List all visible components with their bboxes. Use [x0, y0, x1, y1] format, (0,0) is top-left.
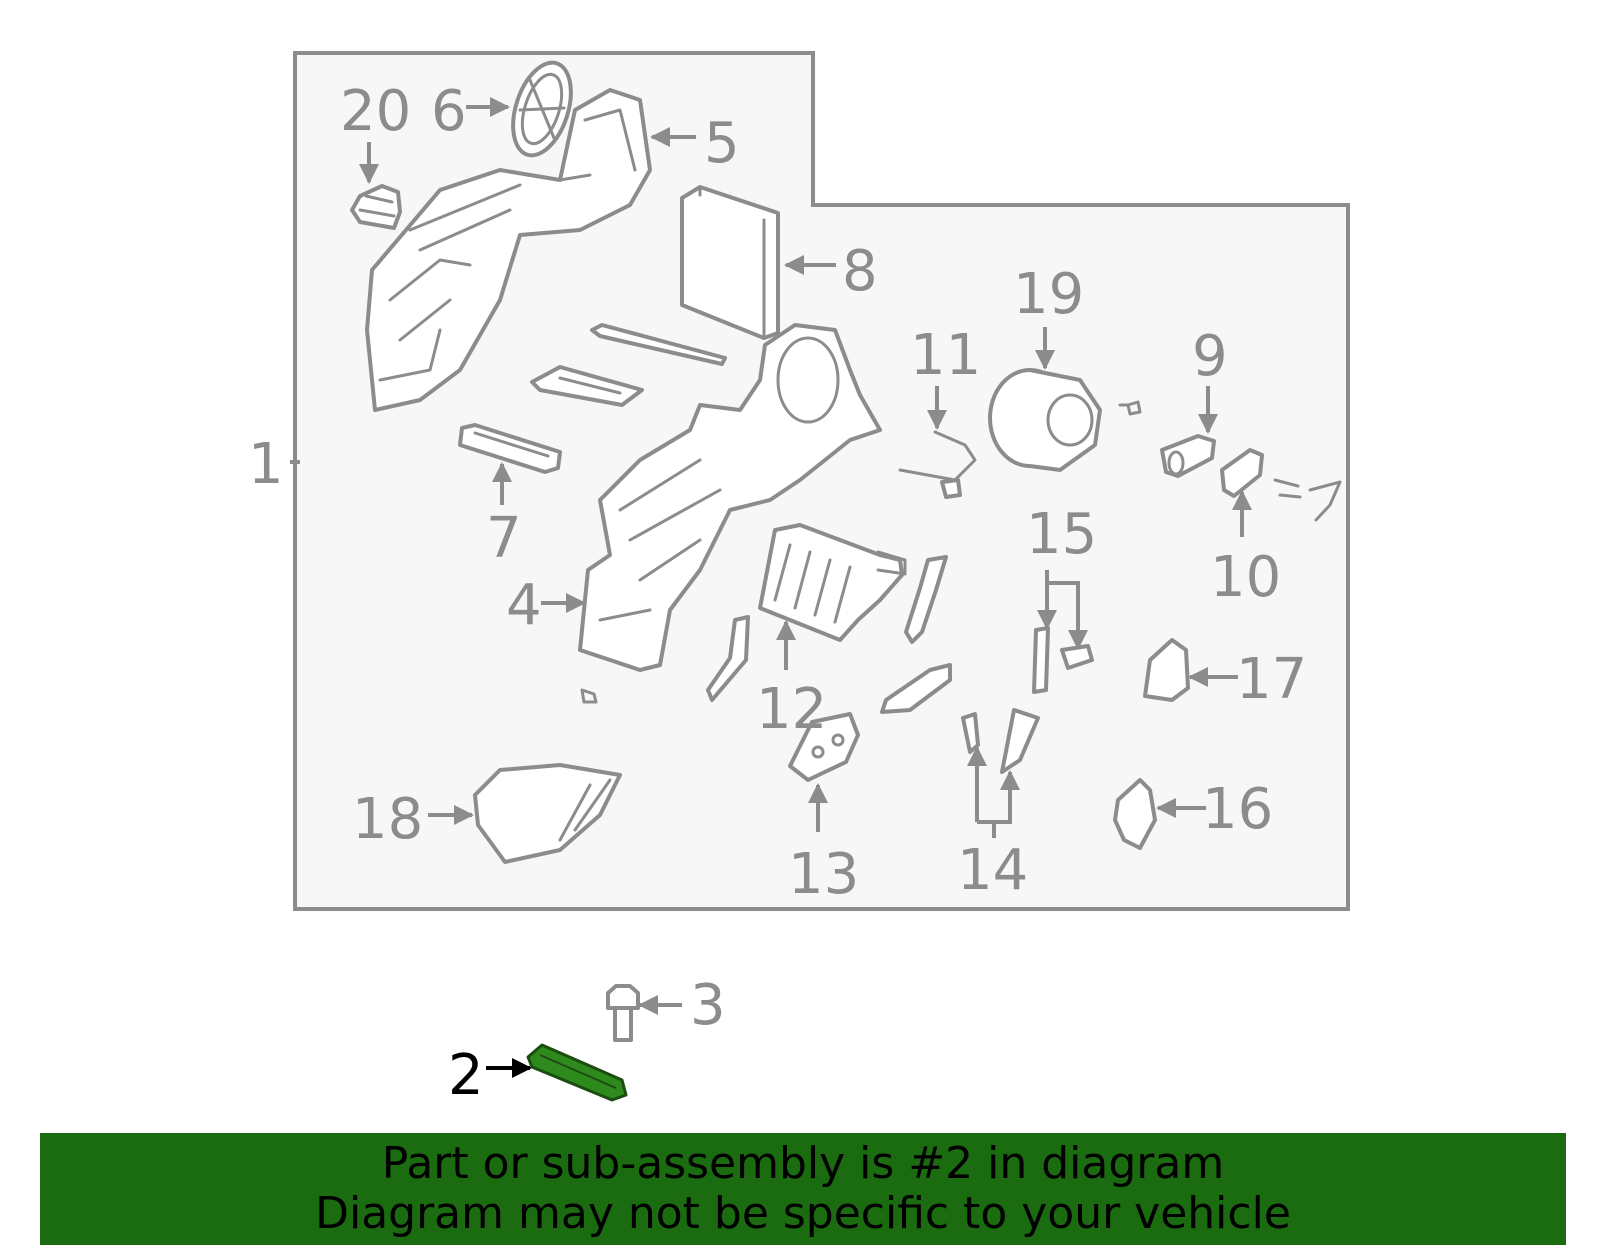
part-12-heater-core: [758, 523, 907, 642]
callout-16: 16: [1202, 777, 1273, 842]
part-3-bolt: [606, 984, 640, 1042]
seal-parts: [530, 323, 727, 407]
callout-18: 18: [352, 787, 423, 852]
callout-5: 5: [704, 111, 740, 176]
part-14-clips: [961, 708, 1040, 774]
callout-9: 9: [1192, 324, 1228, 389]
callout-4: 4: [506, 573, 542, 638]
part-20-actuator: [350, 184, 402, 230]
callout-17: 17: [1236, 647, 1307, 712]
callout-15: 15: [1026, 502, 1097, 567]
small-clip: [580, 688, 598, 704]
part-seals-12: [706, 555, 952, 714]
part-7-gasket: [458, 423, 562, 474]
part-4-lower-case: [578, 323, 882, 672]
part-5-upper-housing: [365, 88, 652, 412]
part-6-blower-wheel: [511, 60, 573, 158]
leader-lines: [290, 97, 1252, 1078]
callout-7: 7: [486, 506, 522, 571]
part-19-blower-motor: [988, 368, 1142, 472]
part-11-sensor: [898, 430, 977, 499]
callout-6: 6: [431, 79, 467, 144]
part-13-plate: [788, 712, 860, 782]
callout-19: 19: [1013, 262, 1084, 327]
callout-14: 14: [957, 838, 1028, 903]
callout-2: 2: [448, 1043, 484, 1108]
callout-8: 8: [842, 239, 878, 304]
banner-line-2: Diagram may not be specific to your vehi…: [315, 1188, 1291, 1239]
info-banner: Part or sub-assembly is #2 in diagram Di…: [40, 1133, 1566, 1245]
part-18-module: [473, 763, 622, 864]
callout-1: 1: [248, 432, 284, 497]
callout-3: 3: [690, 973, 726, 1038]
callout-11: 11: [910, 323, 981, 388]
part-17-door: [1143, 638, 1190, 702]
part-2-highlighted: [526, 1043, 628, 1102]
callout-10: 10: [1210, 545, 1281, 610]
assembly-frame: [293, 51, 1350, 911]
part-8-evaporator: [680, 185, 780, 340]
banner-line-1: Part or sub-assembly is #2 in diagram: [381, 1138, 1225, 1189]
part-9-resistor: [1160, 434, 1216, 478]
part-10-actuator: [1220, 448, 1342, 522]
callout-12: 12: [756, 677, 827, 742]
callout-13: 13: [788, 842, 859, 907]
part-16-door: [1113, 778, 1157, 850]
callout-20: 20: [340, 79, 411, 144]
